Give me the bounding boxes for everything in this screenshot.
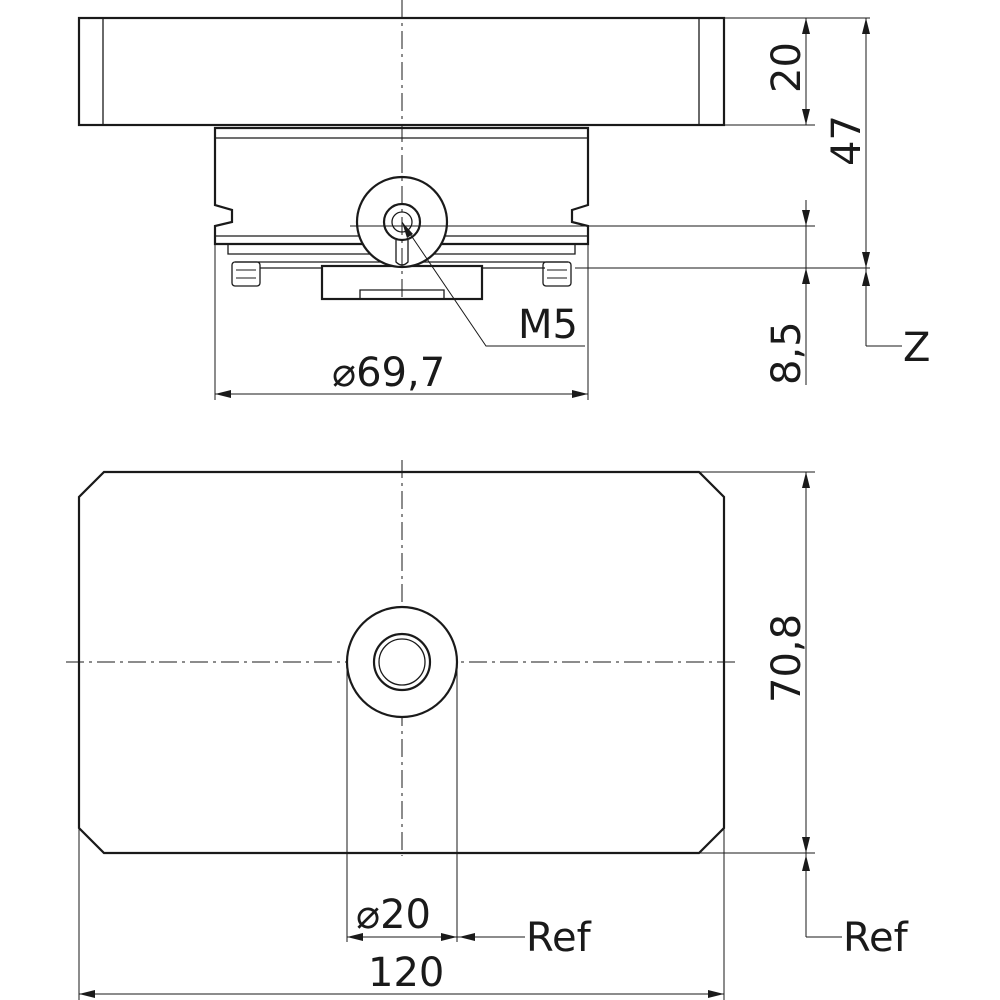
m5-leader bbox=[401, 221, 585, 347]
dim-bore-diameter: ⌀20 bbox=[356, 892, 431, 938]
side-view: 20 47 8,5 Z M5 ⌀69,7 bbox=[77, 0, 930, 400]
dim-plate-width: 120 bbox=[368, 950, 444, 996]
top-view: 70,8 Ref ⌀20 Ref 120 bbox=[66, 460, 909, 1000]
ref-label-x: Ref bbox=[526, 915, 592, 961]
stud-foot-left bbox=[231, 261, 261, 287]
z-axis-label: Z bbox=[903, 325, 930, 371]
dim-plate-depth: 70,8 bbox=[764, 614, 810, 703]
dim-chuck-diameter: ⌀69,7 bbox=[332, 350, 445, 396]
ref-label-y: Ref bbox=[843, 915, 909, 961]
center-bore-thread bbox=[378, 638, 426, 686]
thread-label: M5 bbox=[518, 302, 578, 348]
dim-stud-height: 8,5 bbox=[764, 321, 810, 385]
dim-total-height: 47 bbox=[824, 115, 870, 166]
dim-plate-thickness: 20 bbox=[764, 42, 810, 93]
center-bore-inner bbox=[372, 632, 432, 692]
stud-foot-right bbox=[542, 261, 572, 287]
